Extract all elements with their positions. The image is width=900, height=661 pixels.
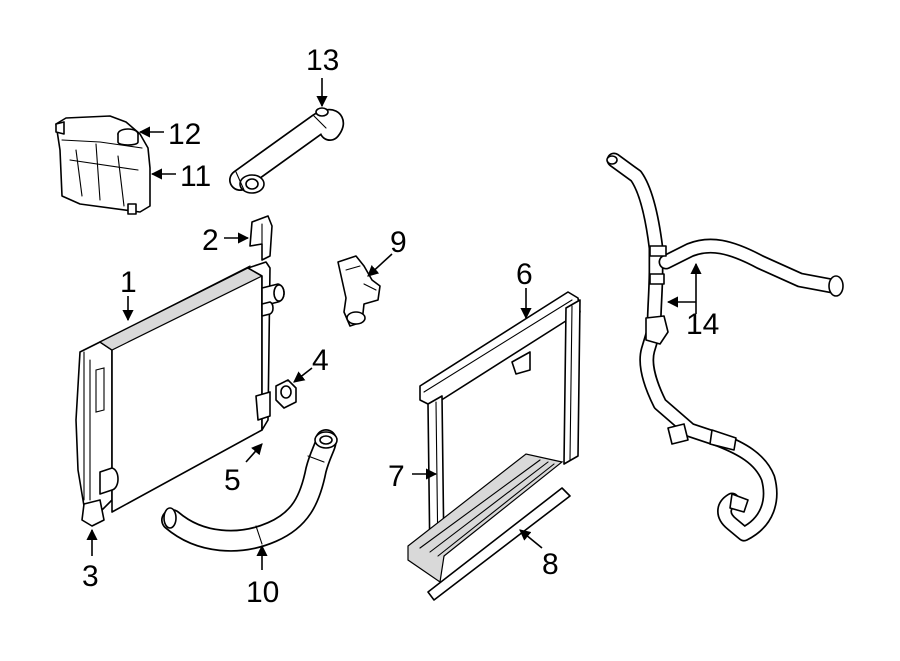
callout-13: 13 <box>306 44 339 77</box>
callout-11: 11 <box>180 160 211 193</box>
callout-8: 8 <box>542 548 559 581</box>
callout-6: 6 <box>516 258 533 291</box>
callout-3: 3 <box>82 560 99 593</box>
callout-labels: 1 2 3 4 5 6 7 8 9 10 11 12 13 14 <box>82 44 719 609</box>
leader-lines <box>86 78 702 570</box>
callout-14: 14 <box>686 308 719 341</box>
coolant-reservoir[interactable] <box>55 115 151 215</box>
radiator[interactable] <box>75 261 285 527</box>
lower-radiator-hose[interactable] <box>161 429 338 552</box>
callout-12: 12 <box>168 118 201 151</box>
fan-shroud[interactable] <box>407 291 581 584</box>
heater-hose-assembly[interactable] <box>606 152 844 542</box>
callout-5: 5 <box>224 464 241 497</box>
upper-radiator-hose[interactable] <box>229 107 345 194</box>
callout-7: 7 <box>388 460 405 493</box>
callout-9: 9 <box>390 226 407 259</box>
drain-plug[interactable] <box>275 379 297 409</box>
shroud-seal[interactable] <box>427 487 571 601</box>
callout-2: 2 <box>202 224 219 257</box>
callout-10: 10 <box>246 576 279 609</box>
callout-1: 1 <box>120 266 137 299</box>
mounting-bracket[interactable] <box>249 215 273 261</box>
thermostat-housing[interactable] <box>337 255 381 327</box>
callout-4: 4 <box>312 344 329 377</box>
